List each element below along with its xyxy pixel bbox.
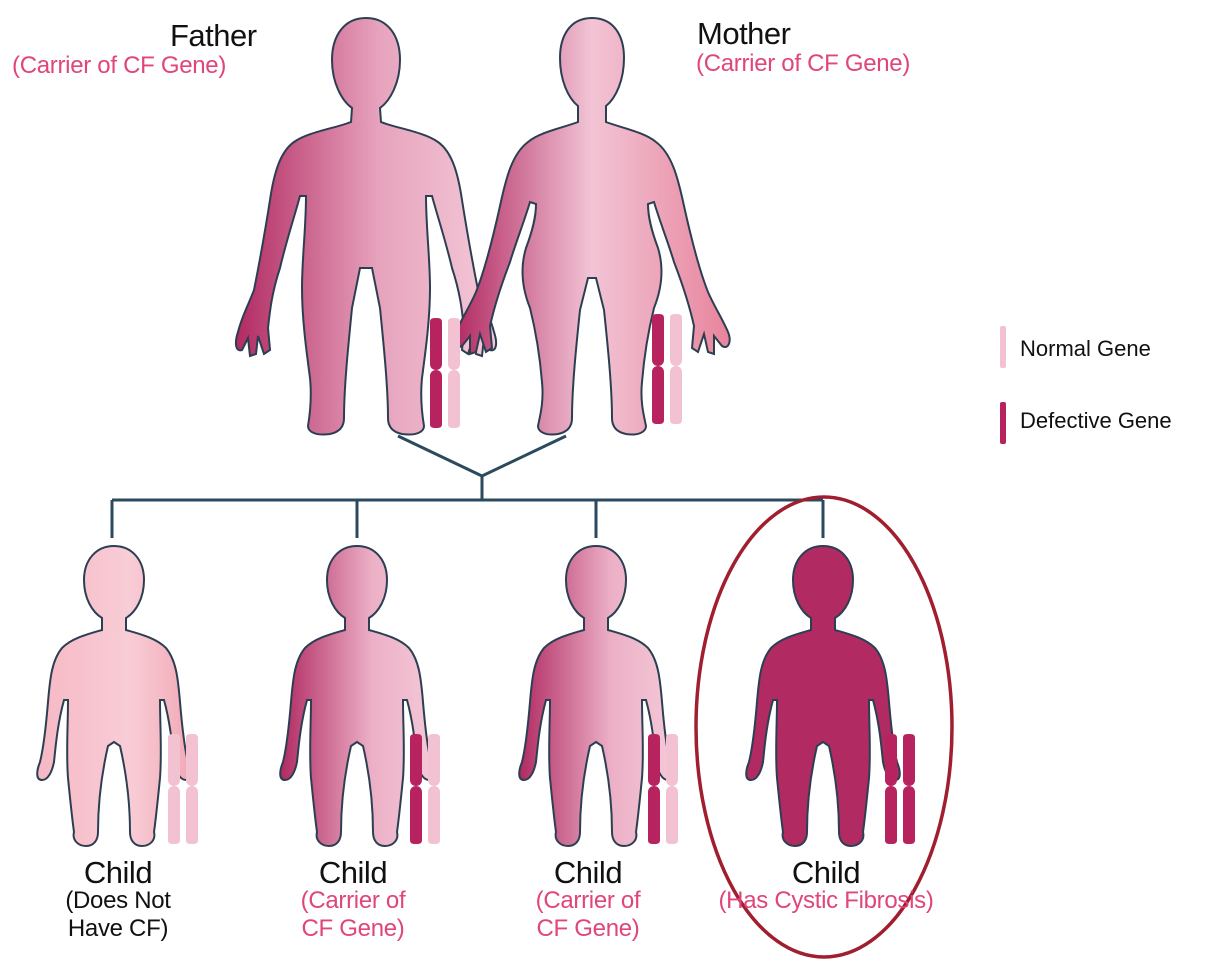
- legend-normal-swatch: [1000, 326, 1006, 368]
- child-3-status-line2: CF Gene): [536, 915, 641, 943]
- child-2-status-line2: CF Gene): [301, 915, 406, 943]
- child-2-name: Child: [301, 855, 406, 891]
- father-gene-pair: [430, 318, 460, 428]
- child-1-name: Child: [65, 855, 170, 891]
- child-4-label: Child (Has Cystic Fibrosis): [718, 855, 933, 915]
- child-figure-no-cf: [37, 546, 191, 846]
- child-1-status-line2: Have CF): [65, 915, 170, 943]
- mother-status: (Carrier of CF Gene): [696, 50, 910, 78]
- father-status: (Carrier of CF Gene): [12, 52, 226, 80]
- legend-defective-label: Defective Gene: [1020, 408, 1172, 434]
- child-2-status-line1: (Carrier of: [301, 887, 406, 915]
- child-2-label: Child (Carrier of CF Gene): [301, 855, 406, 943]
- child-3-status-line1: (Carrier of: [536, 887, 641, 915]
- child-4-status-line1: (Has Cystic Fibrosis): [718, 887, 933, 915]
- child-figure-cf: [746, 546, 900, 846]
- child-3-name: Child: [536, 855, 641, 891]
- child-4-name: Child: [718, 855, 933, 891]
- child-1-label: Child (Does Not Have CF): [65, 855, 170, 943]
- child-3-label: Child (Carrier of CF Gene): [536, 855, 641, 943]
- inheritance-tree-lines: [112, 436, 823, 538]
- mother-gene-pair: [652, 314, 682, 424]
- mother-figure: [454, 18, 729, 435]
- legend-normal-label: Normal Gene: [1020, 336, 1151, 362]
- legend-defective-swatch: [1000, 402, 1006, 444]
- child-1-status-line1: (Does Not: [65, 887, 170, 915]
- mother-name: Mother: [697, 16, 790, 52]
- father-name: Father: [170, 18, 257, 54]
- child-4-gene-pair: [885, 734, 915, 844]
